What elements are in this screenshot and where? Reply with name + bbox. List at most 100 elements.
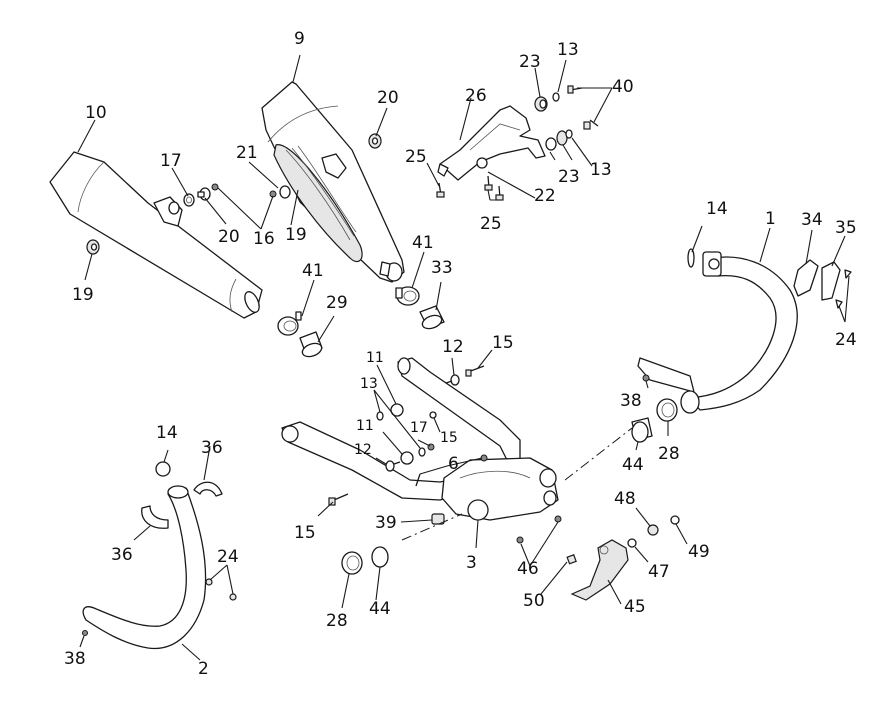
callout-21: 20 (218, 227, 240, 247)
callout-49: 49 (688, 542, 710, 562)
screw-38a[interactable] (82, 630, 88, 636)
callout-47: 47 (648, 562, 670, 582)
nut-24a[interactable] (844, 269, 852, 279)
flange-36[interactable] (141, 505, 169, 529)
callout-33: 34 (801, 210, 823, 230)
bolt-40b[interactable] (583, 119, 599, 130)
nut-16a[interactable] (211, 183, 219, 191)
callout-24: 24 (217, 547, 239, 567)
bolt-12b[interactable] (385, 460, 401, 472)
callout-15: 15 (294, 523, 316, 543)
nut-24d[interactable] (229, 593, 237, 601)
rubber-mount-23b[interactable] (556, 130, 568, 146)
callout-21: 21 (236, 143, 258, 163)
callout-2: 2 (198, 659, 209, 679)
washer-14[interactable] (429, 411, 437, 419)
callout-11: 11 (356, 418, 374, 434)
callout-13: 13 (590, 160, 612, 180)
callout-50: 50 (523, 591, 545, 611)
callout-46: 46 (517, 559, 539, 579)
left-header-pipe[interactable] (82, 485, 207, 650)
grommet-48[interactable] (647, 524, 659, 536)
nut-20b[interactable] (368, 133, 382, 149)
callout-20: 20 (377, 88, 399, 108)
catalyst-box[interactable] (441, 457, 559, 521)
bolt-15b[interactable] (328, 493, 349, 506)
callout-44: 44 (622, 455, 644, 475)
washer-47[interactable] (627, 538, 637, 548)
callout-9: 9 (294, 29, 305, 49)
nut-46a[interactable] (516, 536, 524, 544)
flange-35[interactable] (193, 481, 223, 497)
gasket-17a[interactable] (687, 248, 695, 268)
sleeve-21b[interactable] (279, 185, 291, 199)
sleeve-22[interactable] (476, 157, 488, 169)
nut-24c[interactable] (205, 578, 213, 586)
callout-40: 40 (612, 77, 634, 97)
bolt-25c[interactable] (495, 185, 504, 201)
crossover-pipe-upper[interactable] (397, 357, 521, 463)
right-silencer[interactable] (261, 81, 405, 283)
clamp-28b[interactable] (656, 398, 678, 422)
callout-6: 6 (448, 454, 459, 474)
rubber-mount-23a[interactable] (534, 96, 548, 112)
clamp-41a[interactable] (277, 311, 302, 336)
flange-33[interactable] (793, 259, 819, 297)
callout-16: 16 (253, 229, 275, 249)
sleeve-22b[interactable] (545, 137, 557, 151)
heat-shield-45[interactable] (570, 539, 629, 601)
left-silencer[interactable] (49, 151, 263, 319)
silencer-bracket[interactable] (437, 105, 546, 181)
bolt-40a[interactable] (567, 85, 583, 94)
right-header-pipe[interactable] (637, 251, 798, 414)
alignment-line-right (564, 427, 633, 481)
bolt-12a[interactable] (445, 374, 460, 386)
callout-28: 28 (326, 611, 348, 631)
sensor-blank-39[interactable] (431, 513, 445, 525)
seal-44b[interactable] (631, 417, 653, 443)
callout-12: 12 (354, 442, 372, 458)
washer-13a[interactable] (552, 92, 560, 102)
seal-29a[interactable] (299, 331, 323, 359)
bolt-25b[interactable] (484, 175, 493, 191)
nut-46b[interactable] (554, 515, 562, 523)
seal-29b[interactable] (419, 305, 445, 331)
nut-24b[interactable] (835, 299, 843, 309)
callout-13: 13 (360, 376, 378, 392)
callout-29: 33 (431, 258, 453, 278)
callout-41: 41 (412, 233, 434, 253)
screw-38b[interactable] (642, 374, 650, 382)
callout-28: 28 (658, 444, 680, 464)
bolt-15a[interactable] (465, 365, 485, 377)
spacer-11a[interactable] (390, 403, 404, 417)
bolt-49[interactable] (670, 515, 680, 525)
nut-20a[interactable] (86, 239, 100, 255)
bolt-25a[interactable] (436, 182, 445, 198)
grommet-19a[interactable] (183, 193, 195, 207)
sleeve-21a[interactable] (197, 187, 211, 201)
gasket-17b[interactable] (155, 461, 171, 477)
callout-20: 19 (72, 285, 94, 305)
washer-13b[interactable] (565, 129, 573, 139)
callout-14: 15 (440, 430, 458, 446)
callout-13: 13 (557, 40, 579, 60)
clamp-41b[interactable] (395, 286, 420, 306)
callout-24: 24 (835, 330, 857, 350)
washer-13d[interactable] (418, 447, 426, 457)
callout-22: 22 (534, 186, 556, 206)
spacer-11b[interactable] (400, 451, 414, 465)
washer-13c[interactable] (376, 411, 384, 421)
callout-3: 3 (466, 553, 477, 573)
callout-23: 23 (558, 167, 580, 187)
callout-48: 48 (614, 489, 636, 509)
leader-lines (77, 54, 850, 661)
callout-41: 41 (302, 261, 324, 281)
clamp-28a[interactable] (341, 551, 363, 575)
flange-34[interactable] (821, 261, 841, 301)
seal-44a[interactable] (371, 546, 389, 568)
callout-26: 26 (465, 86, 487, 106)
clip-50[interactable] (566, 554, 577, 565)
callout-16: 17 (410, 420, 428, 436)
callout-38: 38 (64, 649, 86, 669)
